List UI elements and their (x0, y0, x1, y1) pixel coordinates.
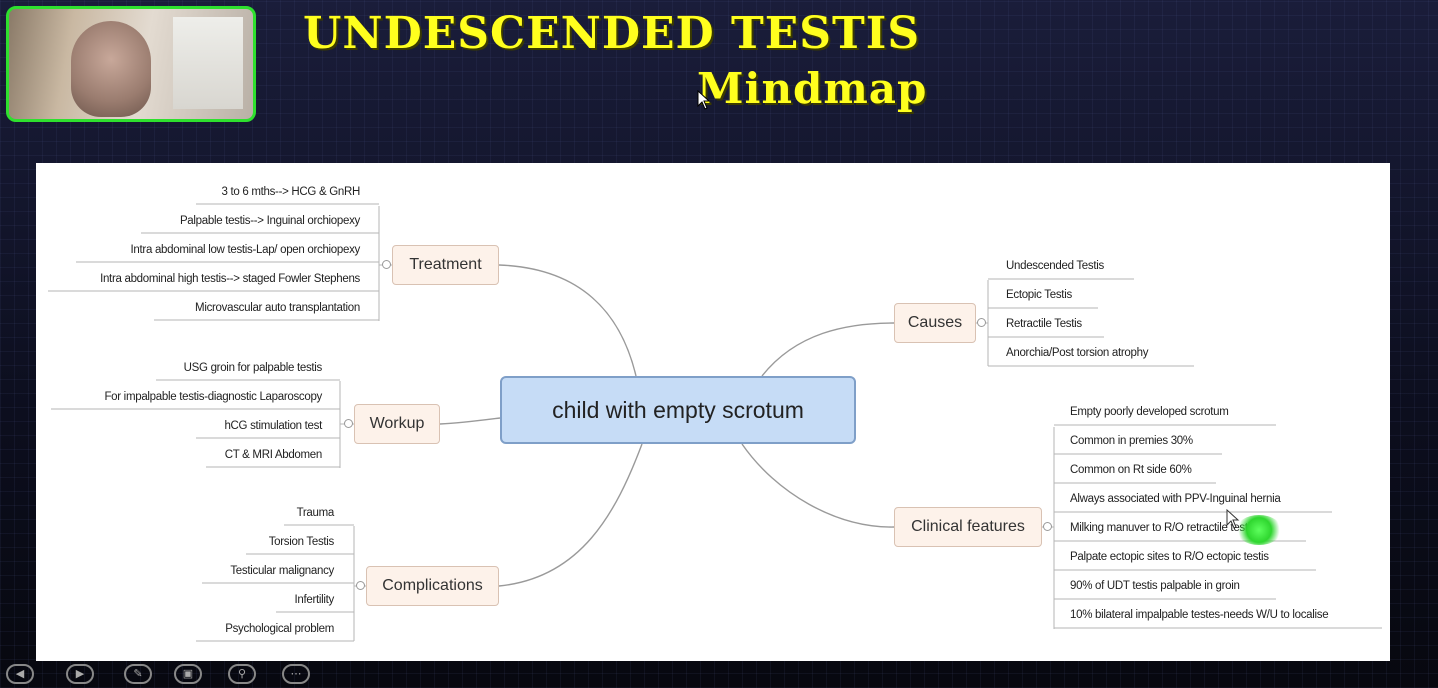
branch-causes[interactable]: Causes (894, 303, 976, 343)
leaf-complications-5[interactable]: Psychological problem (225, 623, 334, 635)
collapse-toggle-icon[interactable] (977, 318, 986, 327)
slide-title: UNDESCENDED TESTIS (303, 8, 921, 59)
slide-sorter-button[interactable]: ▣ (174, 664, 202, 684)
laser-pointer (1236, 515, 1282, 545)
leaf-complications-2[interactable]: Torsion Testis (268, 536, 335, 548)
slide-subtitle: Mindmap (697, 64, 928, 113)
leaf-treatment-2[interactable]: Palpable testis--> Inguinal orchiopexy (179, 215, 360, 227)
collapse-toggle-icon[interactable] (356, 581, 365, 590)
webcam-window-background (173, 17, 243, 109)
leaf-workup-3[interactable]: hCG stimulation test (224, 420, 322, 432)
leaf-clinical-3[interactable]: Common on Rt side 60% (1070, 464, 1192, 476)
more-options-button[interactable]: ⋯ (282, 664, 310, 684)
leaf-causes-1[interactable]: Undescended Testis (1006, 260, 1104, 272)
leaf-clinical-8[interactable]: 10% bilateral impalpable testes-needs W/… (1070, 609, 1329, 621)
mouse-cursor-icon (697, 90, 711, 110)
leaf-causes-2[interactable]: Ectopic Testis (1006, 289, 1072, 301)
leaf-causes-3[interactable]: Retractile Testis (1006, 318, 1082, 330)
leaf-causes-4[interactable]: Anorchia/Post torsion atrophy (1006, 347, 1149, 359)
leaf-treatment-5[interactable]: Microvascular auto transplantation (195, 302, 360, 314)
leaf-clinical-4[interactable]: Always associated with PPV-Inguinal hern… (1070, 493, 1281, 505)
mindmap-canvas: child with empty scrotum Treatment 3 to … (36, 163, 1390, 661)
branch-complications[interactable]: Complications (366, 566, 499, 606)
leaf-workup-2[interactable]: For impalpable testis-diagnostic Laparos… (104, 391, 322, 403)
leaf-complications-3[interactable]: Testicular malignancy (230, 565, 334, 577)
leaf-clinical-7[interactable]: 90% of UDT testis palpable in groin (1070, 580, 1240, 592)
central-topic[interactable]: child with empty scrotum (500, 376, 856, 444)
leaf-treatment-4[interactable]: Intra abdominal high testis--> staged Fo… (100, 273, 360, 285)
leaf-clinical-1[interactable]: Empty poorly developed scrotum (1070, 406, 1229, 418)
leaf-clinical-5[interactable]: Milking manuver to R/O retractile testis (1070, 522, 1256, 534)
leaf-complications-4[interactable]: Infertility (294, 594, 334, 606)
branch-workup[interactable]: Workup (354, 404, 440, 444)
leaf-treatment-3[interactable]: Intra abdominal low testis-Lap/ open orc… (130, 244, 361, 256)
collapse-toggle-icon[interactable] (1043, 522, 1052, 531)
leaf-treatment-1[interactable]: 3 to 6 mths--> HCG & GnRH (221, 186, 360, 198)
collapse-toggle-icon[interactable] (382, 260, 391, 269)
pointer-cursor-icon (1226, 509, 1240, 529)
leaf-complications-1[interactable]: Trauma (296, 507, 335, 519)
leaf-workup-1[interactable]: USG groin for palpable testis (183, 362, 323, 374)
leaf-workup-4[interactable]: CT & MRI Abdomen (224, 449, 323, 461)
branch-treatment[interactable]: Treatment (392, 245, 499, 285)
collapse-toggle-icon[interactable] (344, 419, 353, 428)
branch-clinical-features[interactable]: Clinical features (894, 507, 1042, 547)
next-slide-button[interactable]: ▶ (66, 664, 94, 684)
zoom-button[interactable]: ⚲ (228, 664, 256, 684)
webcam-video-thumbnail[interactable] (6, 6, 256, 122)
leaf-clinical-6[interactable]: Palpate ectopic sites to R/O ectopic tes… (1070, 551, 1269, 563)
leaf-clinical-2[interactable]: Common in premies 30% (1070, 435, 1193, 447)
previous-slide-button[interactable]: ◀ (6, 664, 34, 684)
presenter-video (71, 21, 151, 117)
pen-tool-button[interactable]: ✎ (124, 664, 152, 684)
